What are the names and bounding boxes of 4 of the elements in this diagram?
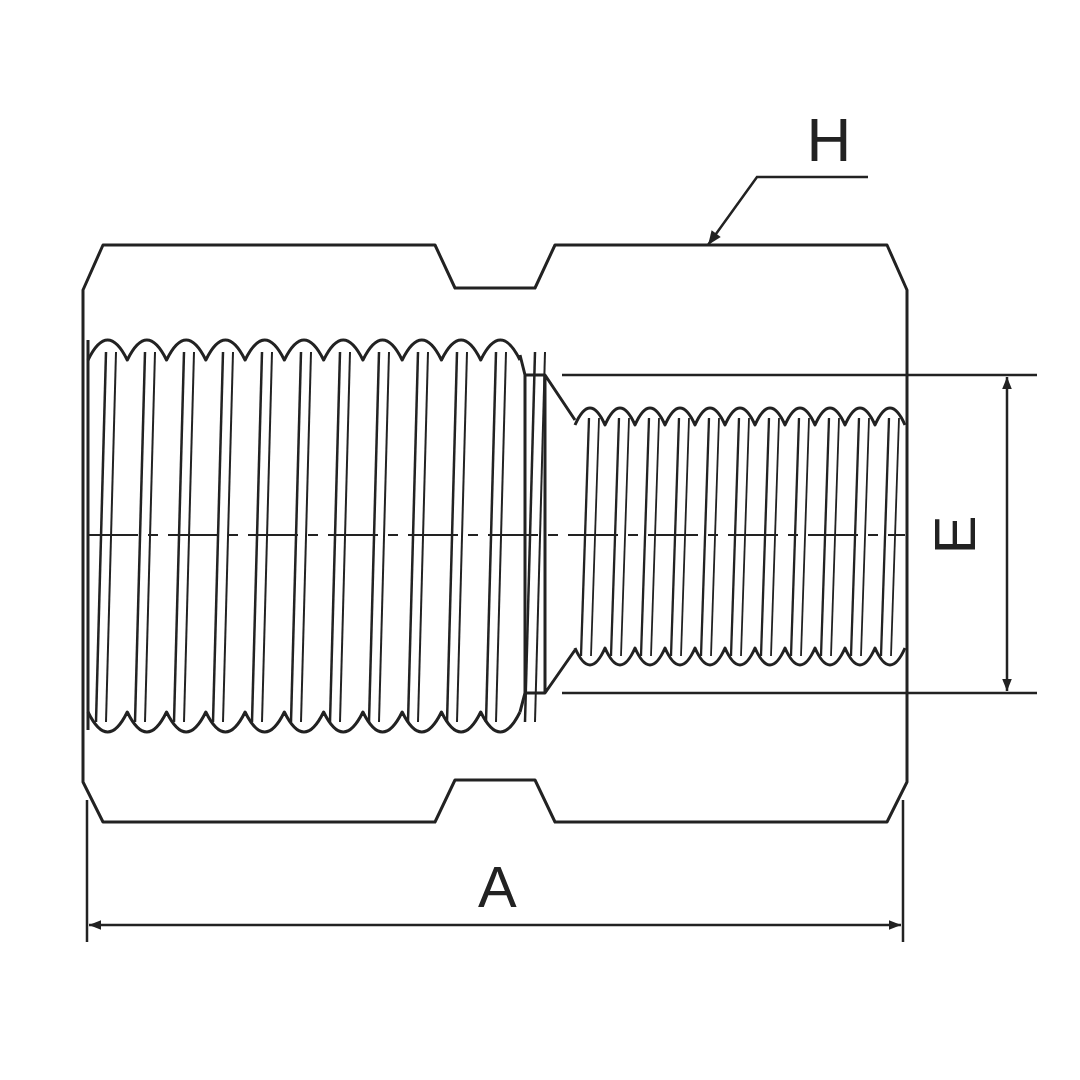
callout-letter: H <box>805 105 853 171</box>
dimension-label: A <box>478 858 517 916</box>
leader-line <box>707 175 868 246</box>
dimension-label: E <box>926 515 985 555</box>
